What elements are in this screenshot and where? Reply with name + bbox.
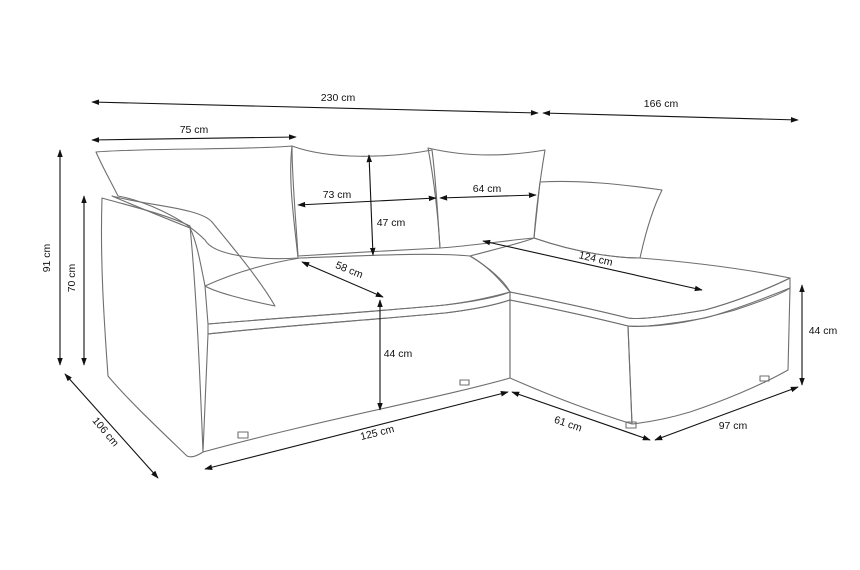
chaise-cushion-edge (509, 277, 791, 328)
dim-line-chaise-length (482, 239, 703, 292)
dim-line-cushion-height (366, 154, 376, 256)
left-armrest (100, 197, 204, 458)
label-back-cushion-right: 64 cm (473, 183, 502, 195)
label-chaise-depth: 97 cm (719, 420, 748, 432)
label-armrest-height: 70 cm (66, 263, 78, 292)
label-chaise-width: 166 cm (644, 98, 679, 110)
dim-line-chaise-front (511, 391, 651, 441)
back-pillow-left (95, 145, 299, 260)
dim-line-back-cushion-left (297, 195, 437, 208)
main-seat-cushion-edge (207, 291, 511, 335)
dimension-lines (57, 99, 805, 479)
dim-line-total-depth (64, 373, 159, 479)
label-seat-height: 44 cm (384, 348, 413, 360)
dim-line-back-cushion-right (439, 192, 537, 201)
dim-line-front-width (204, 391, 509, 470)
dim-line-chaise-width (542, 110, 799, 123)
left-arm-cushion (111, 195, 276, 307)
label-armrest-width: 75 cm (180, 124, 209, 136)
sofa-drawing (95, 145, 791, 458)
label-cushion-height: 47 cm (377, 217, 406, 229)
dim-line-total-width (91, 99, 539, 116)
back-cushion-middle (291, 145, 441, 257)
foot-chaise-back (759, 375, 770, 382)
dim-line-seat-depth (301, 261, 384, 298)
label-total-width: 230 cm (321, 92, 356, 104)
label-back-cushion-left: 73 cm (323, 189, 352, 201)
foot-left (237, 431, 249, 439)
label-chaise-seat-height: 44 cm (809, 325, 838, 337)
label-chaise-front: 61 cm (553, 414, 584, 435)
main-seat-cushion (204, 253, 511, 325)
label-front-width: 125 cm (359, 423, 396, 443)
chaise-back-pillow (533, 180, 663, 259)
foot-middle (459, 379, 470, 386)
chaise-base-front (509, 299, 633, 425)
main-seat-base (202, 299, 511, 453)
dim-line-chaise-depth (654, 386, 799, 441)
label-total-height: 91 cm (41, 243, 53, 272)
dim-line-armrest-width (91, 134, 297, 143)
